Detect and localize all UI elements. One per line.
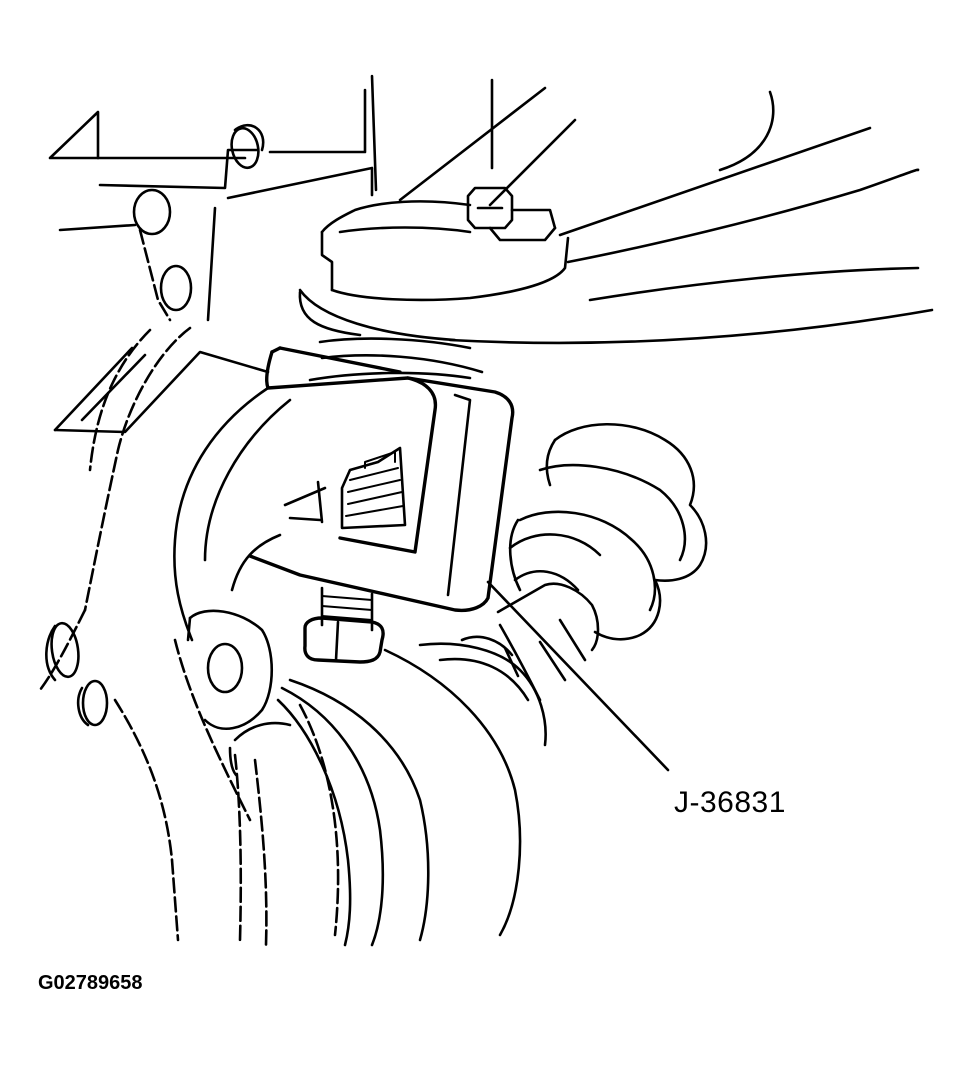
brake-rotor (228, 648, 522, 947)
tool-forcing-screw (320, 586, 374, 632)
cv-joint-boot (508, 422, 708, 641)
figure-id-label: G02789658 (38, 972, 143, 994)
frame-bolt-holes (132, 123, 265, 312)
angled-brace (53, 346, 270, 434)
frame-bracket (48, 74, 378, 322)
tool-leader-line (486, 580, 670, 772)
separator-tool (173, 346, 515, 642)
tool-screw-upper (340, 446, 407, 530)
ball-joint-nut (466, 186, 557, 242)
tool-number-label: J-36831 (674, 786, 786, 819)
ball-joint-housing (298, 200, 570, 337)
steering-knuckle (38, 326, 274, 942)
tool-hex-nut (303, 616, 385, 664)
inner-boot (418, 635, 547, 747)
upper-control-arm (298, 78, 934, 345)
ball-joint-neck (308, 337, 484, 382)
